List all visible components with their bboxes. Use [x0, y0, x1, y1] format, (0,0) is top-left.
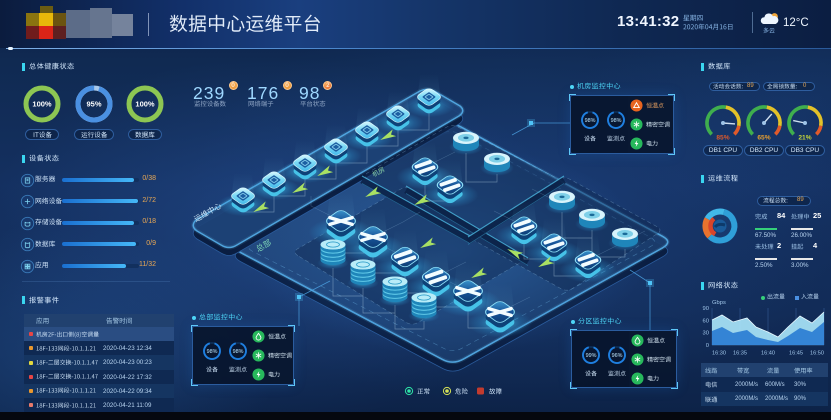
- svg-text:99%: 99%: [586, 353, 597, 359]
- svg-text:Gbps: Gbps: [712, 300, 726, 306]
- svg-text:60: 60: [703, 318, 709, 324]
- svg-text:90: 90: [703, 306, 709, 312]
- svg-text:65%: 65%: [757, 135, 770, 142]
- svg-text:100%: 100%: [32, 100, 52, 109]
- svg-text:98%: 98%: [611, 118, 622, 124]
- svg-text:98%: 98%: [233, 349, 244, 355]
- svg-text:30: 30: [703, 331, 709, 337]
- svg-text:16:50: 16:50: [810, 351, 824, 357]
- svg-text:95%: 95%: [86, 100, 101, 109]
- svg-text:0: 0: [706, 343, 709, 349]
- svg-text:16:30: 16:30: [712, 351, 726, 357]
- svg-text:96%: 96%: [612, 353, 623, 359]
- svg-text:98%: 98%: [207, 349, 218, 355]
- svg-text:21%: 21%: [798, 135, 811, 142]
- svg-text:16:35: 16:35: [733, 351, 747, 357]
- svg-text:85%: 85%: [716, 135, 729, 142]
- svg-text:16:40: 16:40: [761, 351, 775, 357]
- svg-text:16:45: 16:45: [789, 351, 803, 357]
- svg-text:100%: 100%: [135, 100, 155, 109]
- svg-text:98%: 98%: [585, 118, 596, 124]
